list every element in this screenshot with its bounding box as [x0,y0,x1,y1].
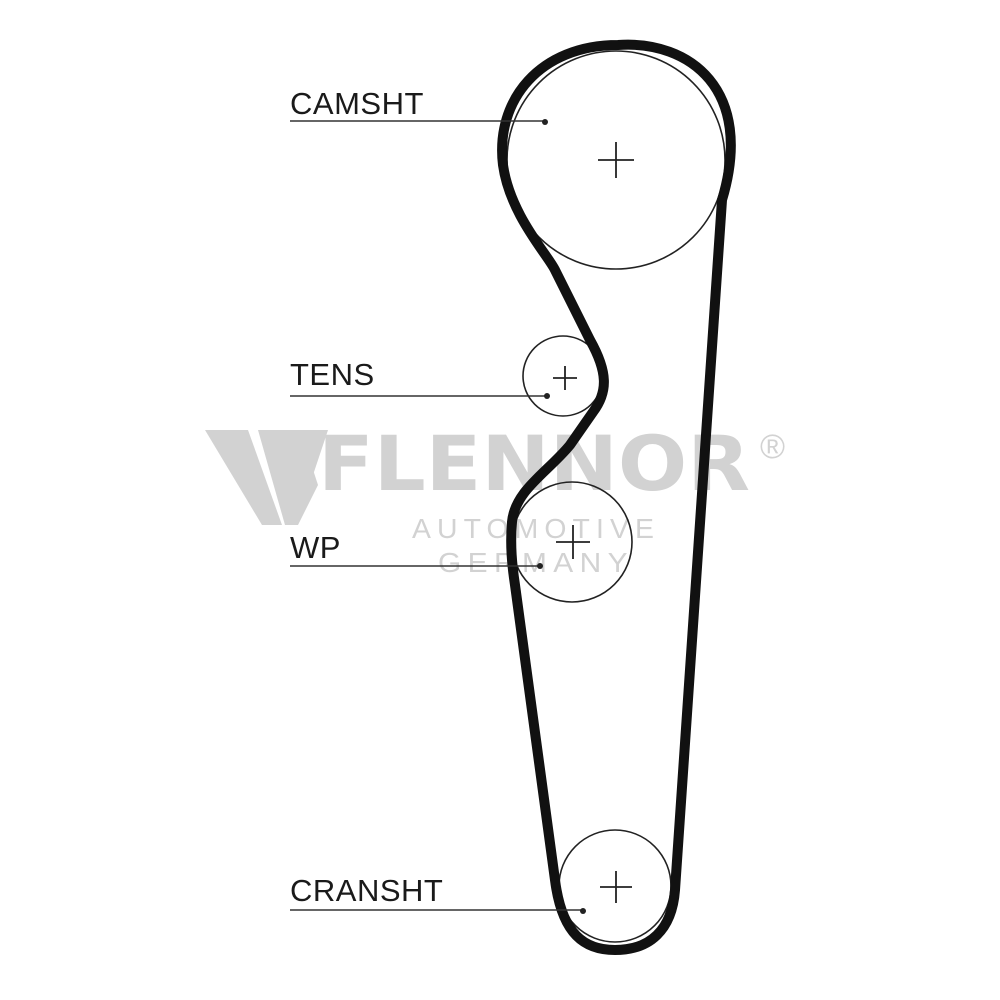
label-tensioner: TENS [290,357,375,392]
watermark-line2: GERMANY [438,547,634,578]
watermark: FLENNOR ® AUTOMOTIVE GERMANY [205,419,785,578]
label-water-pump: WP [290,530,341,565]
water-pump-center-cross-icon [556,525,590,559]
watermark-registered: ® [760,428,785,466]
leader-dots [537,119,586,914]
label-camshaft: CAMSHT [290,86,424,121]
label-crankshaft: CRANSHT [290,873,443,908]
crankshaft-pulley [558,829,672,943]
tensioner-center-cross-icon [553,366,577,390]
camshaft-center-cross-icon [598,142,634,178]
leader-lines [290,120,583,911]
crankshaft-center-cross-icon [600,871,632,903]
timing-belt [497,39,736,955]
watermark-brand: FLENNOR [318,419,750,508]
pulley-centers [553,142,634,903]
watermark-line1: AUTOMOTIVE [412,513,660,544]
flennor-logo-icon [205,430,328,525]
